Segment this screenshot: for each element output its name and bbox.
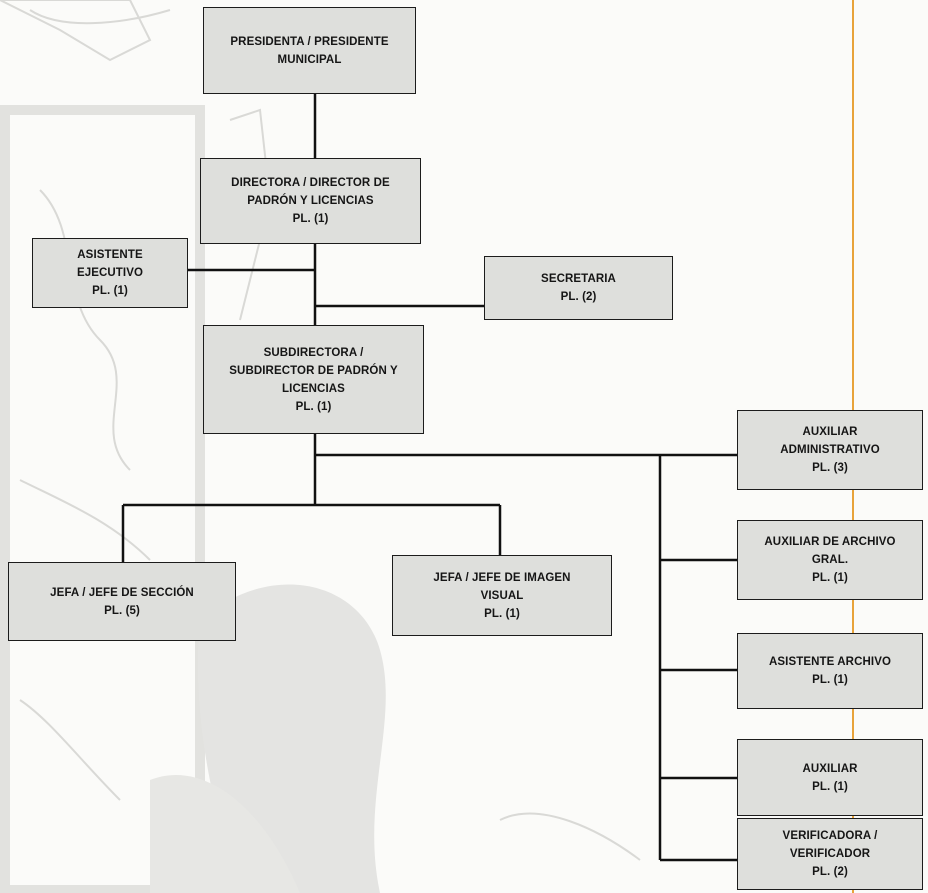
node-text: JEFA / JEFE DE IMAGEN (433, 571, 571, 584)
node-text: JEFA / JEFE DE SECCIÓN (50, 586, 194, 599)
node-text: PL. (1) (295, 400, 332, 413)
node-verificador: VERIFICADORA / VERIFICADOR PL. (2) (737, 818, 923, 890)
node-text: MUNICIPAL (277, 53, 342, 66)
node-text: PRESIDENTA / PRESIDENTE (230, 35, 389, 48)
node-text: VERIFICADOR (789, 848, 871, 860)
node-text: AUXILIAR (802, 426, 858, 438)
node-secretaria: SECRETARIA PL. (2) (484, 256, 673, 320)
node-text: DIRECTORA / DIRECTOR DE (231, 177, 390, 189)
node-text: PL. (5) (104, 604, 140, 617)
node-text: PL. (2) (812, 866, 848, 878)
node-text: ASISTENTE ARCHIVO (768, 656, 892, 668)
node-text: VERIFICADORA / (782, 830, 878, 842)
node-text: SECRETARIA (541, 273, 616, 285)
node-text: PL. (2) (560, 291, 597, 303)
node-text: PL. (1) (812, 780, 848, 793)
node-text: PL. (1) (92, 285, 128, 297)
node-asistente-archivo: ASISTENTE ARCHIVO PL. (1) (737, 633, 923, 709)
node-subdirector: SUBDIRECTORA / SUBDIRECTOR DE PADRÓN Y L… (203, 325, 424, 434)
node-text: PL. (1) (812, 572, 848, 584)
node-auxiliar: AUXILIAR PL. (1) (737, 739, 923, 816)
node-text: ADMINISTRATIVO (780, 444, 880, 456)
node-text: PL. (3) (812, 462, 848, 474)
node-director: DIRECTORA / DIRECTOR DE PADRÓN Y LICENCI… (200, 158, 421, 244)
node-text: SUBDIRECTORA / (263, 346, 364, 359)
node-text: LICENCIAS (282, 382, 345, 395)
node-jefe-seccion: JEFA / JEFE DE SECCIÓN PL. (5) (8, 562, 236, 641)
node-text: VISUAL (480, 589, 524, 602)
node-text: PL. (1) (484, 607, 520, 620)
node-text: GRAL. (811, 554, 849, 566)
node-auxiliar-administrativo: AUXILIAR ADMINISTRATIVO PL. (3) (737, 410, 923, 490)
node-text: PL. (1) (812, 674, 848, 686)
node-text: AUXILIAR DE ARCHIVO (764, 536, 896, 548)
node-asistente-ejecutivo: ASISTENTE EJECUTIVO PL. (1) (32, 238, 188, 308)
node-text: PADRÓN Y LICENCIAS (247, 195, 374, 207)
node-text: ASISTENTE (77, 249, 143, 261)
node-text: SUBDIRECTOR DE PADRÓN Y (229, 364, 398, 377)
node-jefe-imagen: JEFA / JEFE DE IMAGEN VISUAL PL. (1) (392, 555, 612, 636)
node-auxiliar-archivo: AUXILIAR DE ARCHIVO GRAL. PL. (1) (737, 520, 923, 600)
node-text: PL. (1) (292, 213, 329, 225)
node-presidente: PRESIDENTA / PRESIDENTE MUNICIPAL (203, 7, 416, 94)
node-text: EJECUTIVO (76, 267, 144, 279)
node-text: AUXILIAR (802, 762, 858, 775)
